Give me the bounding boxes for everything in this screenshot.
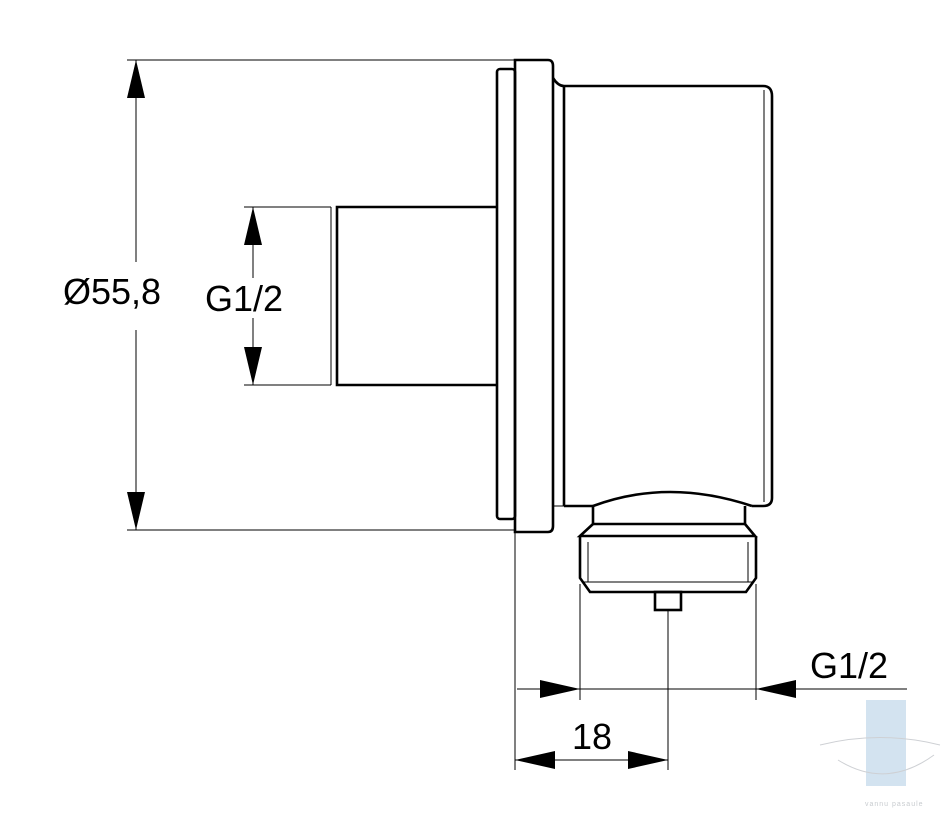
outlet-thread-dimension: G1/2 bbox=[517, 584, 907, 700]
diameter-label: Ø55,8 bbox=[63, 271, 161, 312]
inlet-thread-label: G1/2 bbox=[205, 278, 283, 319]
wall-flange bbox=[495, 58, 555, 534]
arrow-left-icon bbox=[515, 751, 555, 769]
arrow-left-icon bbox=[756, 680, 796, 698]
outlet-thread-label: G1/2 bbox=[810, 645, 888, 686]
arrow-right-icon bbox=[540, 680, 580, 698]
offset-dimension: 18 bbox=[514, 532, 669, 770]
arrow-down-icon bbox=[127, 492, 145, 530]
watermark-logo: vannu pasaule bbox=[819, 700, 941, 808]
outlet-connector bbox=[576, 490, 758, 612]
arrow-up-icon bbox=[244, 207, 262, 245]
arrow-right-icon bbox=[628, 751, 668, 769]
elbow-body bbox=[551, 77, 774, 508]
offset-label: 18 bbox=[572, 716, 612, 757]
arrow-down-icon bbox=[244, 347, 262, 385]
inlet-thread-dimension: G1/2 bbox=[205, 206, 331, 386]
watermark-text: vannu pasaule bbox=[865, 801, 924, 808]
diameter-dimension: Ø55,8 bbox=[63, 59, 515, 531]
arrow-up-icon bbox=[127, 60, 145, 98]
inlet-pipe bbox=[330, 205, 497, 387]
